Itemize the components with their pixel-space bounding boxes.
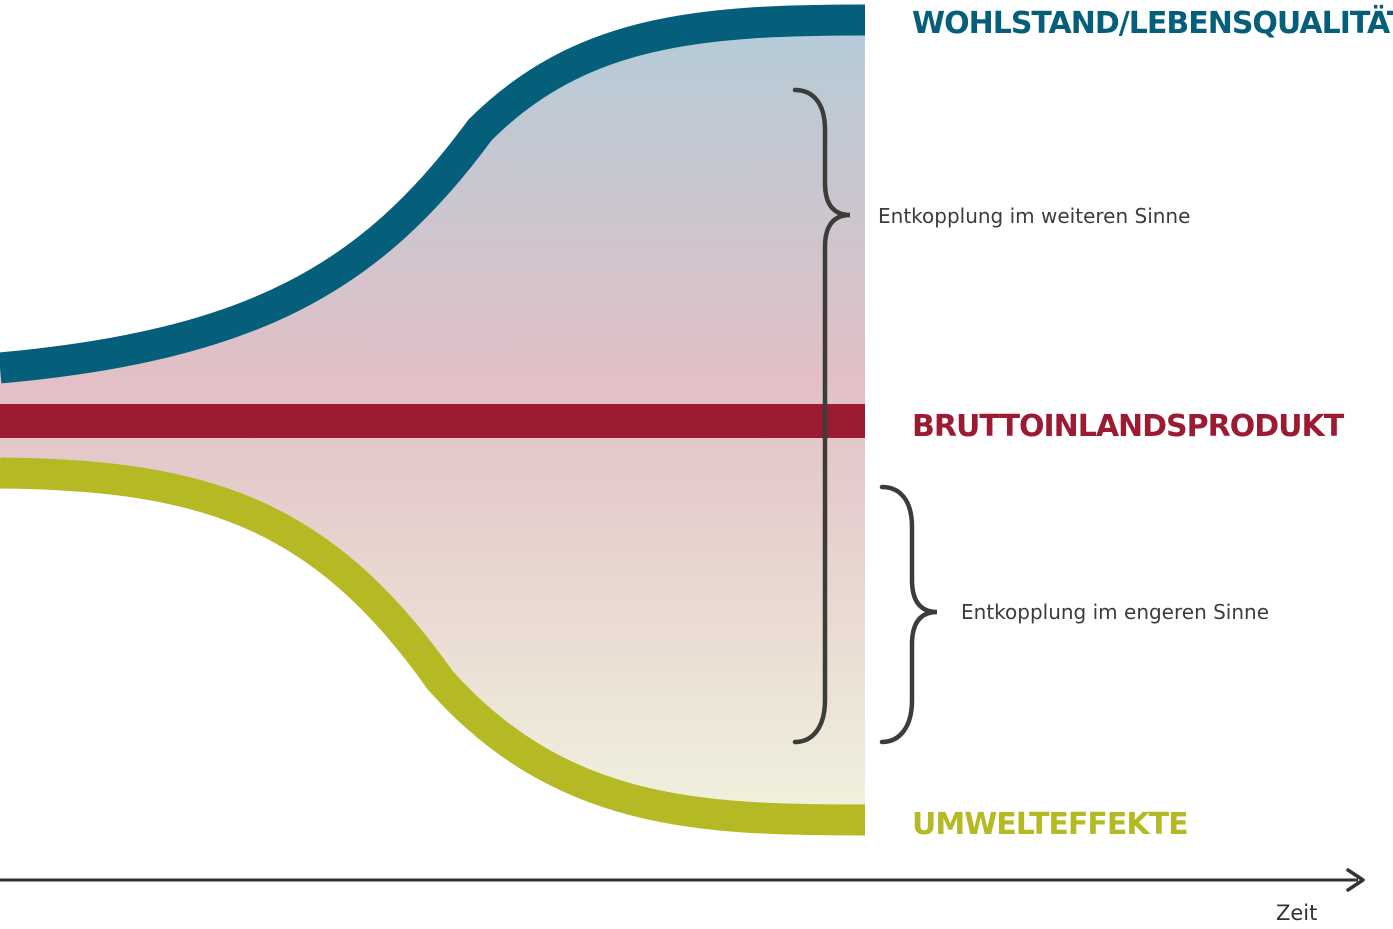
narrow-decoupling-label: Entkopplung im engeren Sinne [961,600,1269,624]
bip-label: BRUTTOINLANDSPRODUKT [912,409,1345,444]
wohlstand-curve [0,4,866,384]
umwelt-label: UMWELTEFFEKTE [912,807,1188,842]
time-axis-label: Zeit [1276,901,1317,925]
arrow-right-icon [1346,868,1365,892]
umwelt-curve [0,457,866,836]
wohlstand-label: WOHLSTAND/LEBENSQUALITÄT [912,5,1393,41]
wide-decoupling-label: Entkopplung im weiteren Sinne [878,204,1190,228]
wide-decoupling-brace [792,87,851,745]
bip-line [0,404,865,438]
narrow-decoupling-brace [879,484,938,745]
